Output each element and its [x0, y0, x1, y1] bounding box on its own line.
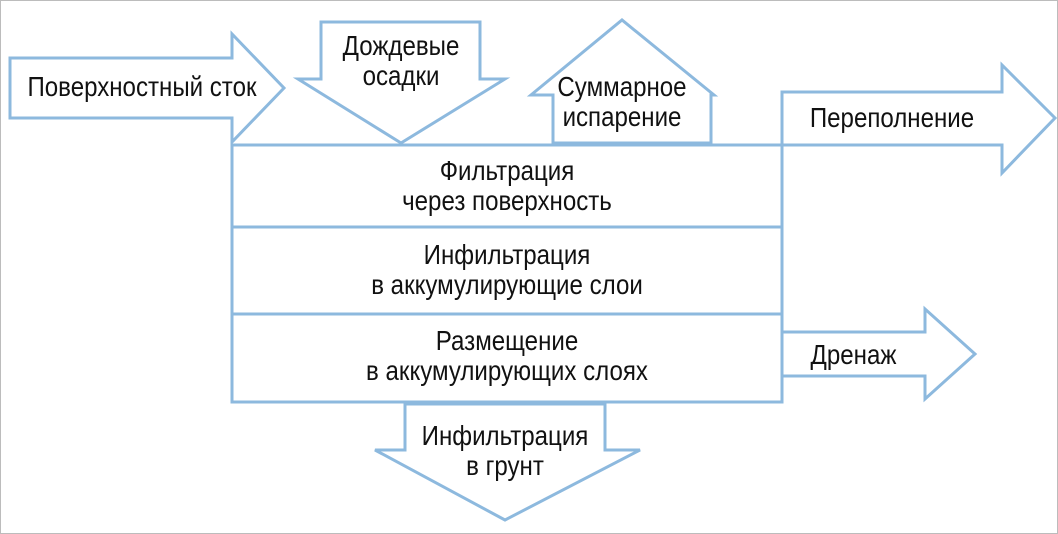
layer-label-infiltration: Инфильтрация в аккумулирующие слои — [371, 239, 643, 300]
layer-label-storage: Размещение в аккумулирующих слоях — [366, 325, 648, 386]
surface-runoff-arrow — [8, 30, 287, 146]
ground-infiltration-down-arrow — [374, 402, 641, 522]
rain-down-arrow — [292, 20, 511, 145]
layer-stack-box — [230, 143, 784, 404]
evaporation-up-arrow — [526, 18, 719, 145]
drainage-label: Дренаж — [810, 339, 897, 370]
evaporation-label: Суммарное испарение — [557, 71, 687, 132]
drainage-arrow — [780, 305, 978, 403]
overflow-label: Переполнение — [809, 102, 975, 133]
overflow-arrow — [780, 61, 1058, 177]
layer-label-filtration: Фильтрация через поверхность — [402, 155, 612, 216]
surface-runoff-label: Поверхностный сток — [27, 71, 257, 102]
ground-infiltration-label: Инфильтрация в грунт — [421, 420, 589, 481]
rain-label: Дождевые осадки — [342, 30, 460, 91]
